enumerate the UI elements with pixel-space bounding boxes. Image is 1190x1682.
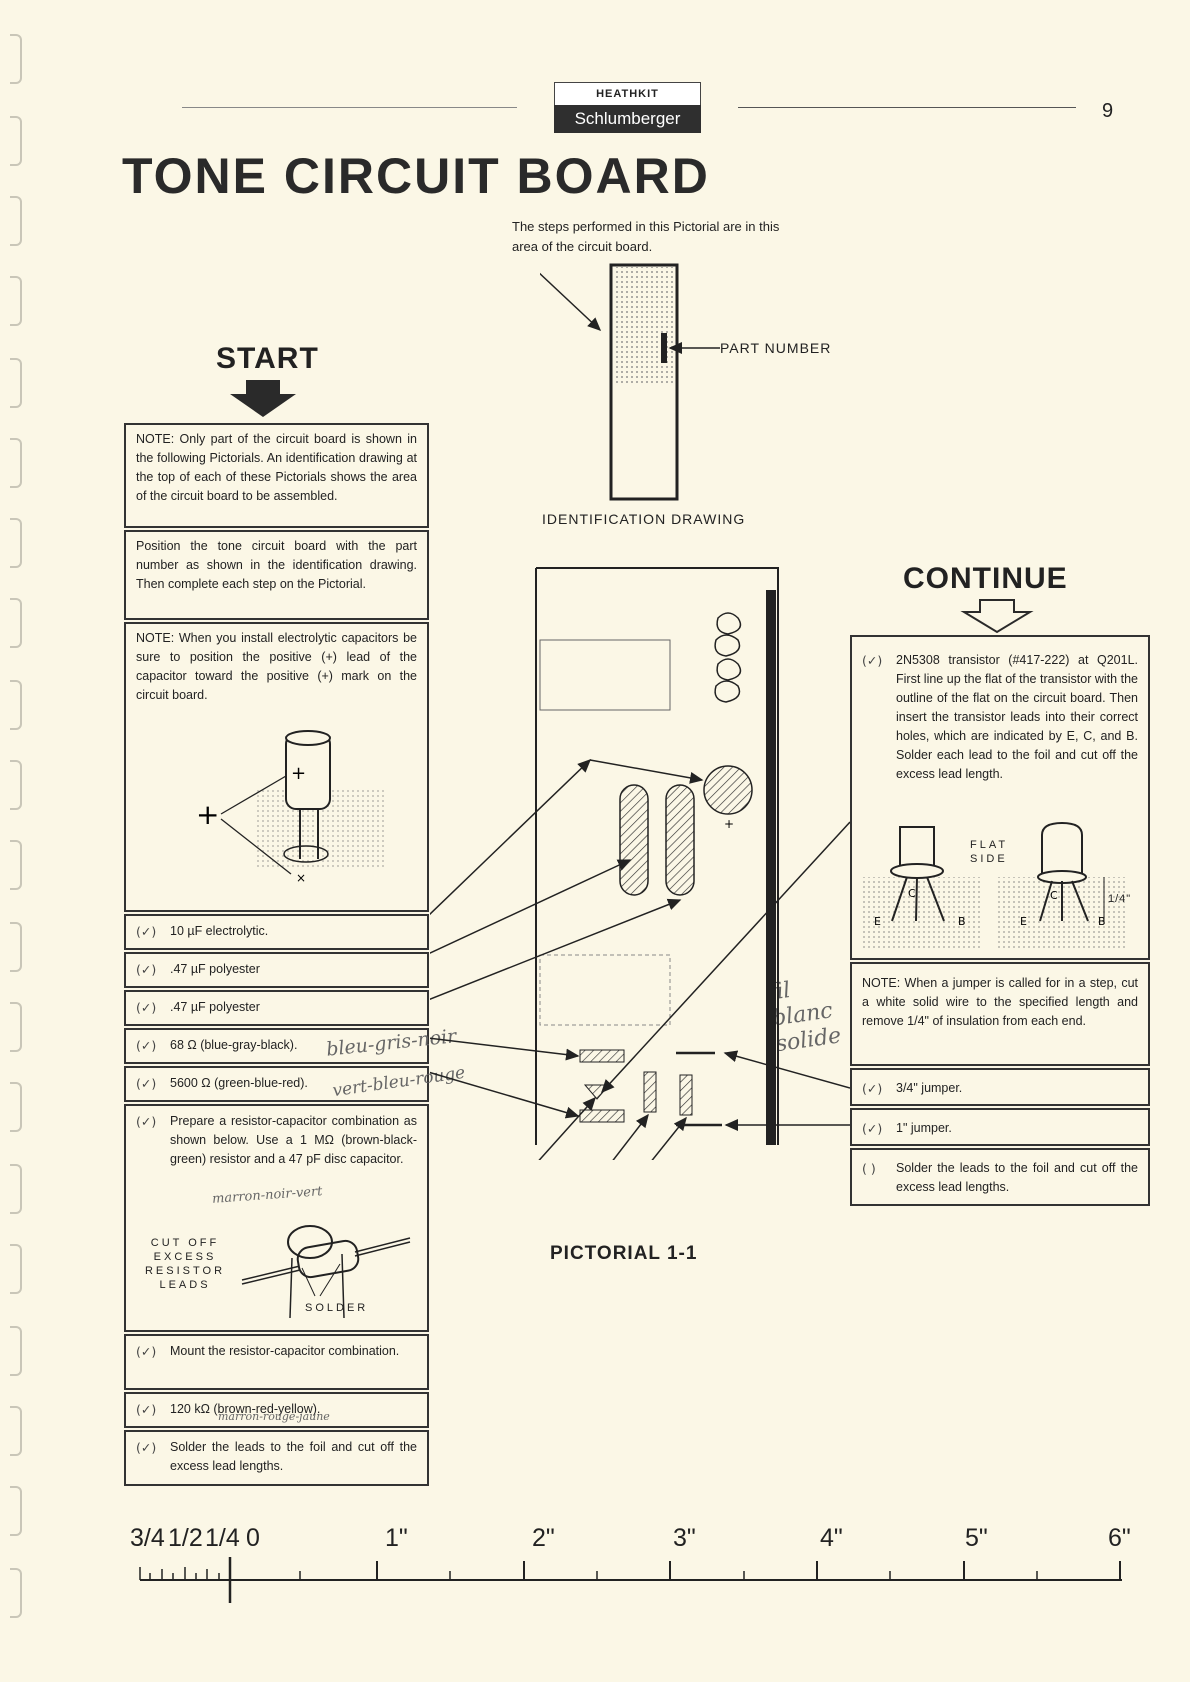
brand-bottom: Schlumberger bbox=[554, 105, 701, 133]
step-120k-ohm[interactable]: (✓) 120 kΩ (brown-red-yellow). bbox=[124, 1392, 429, 1428]
step-68-ohm[interactable]: (✓) 68 Ω (blue-gray-black). bbox=[124, 1028, 429, 1064]
resistor-capacitor-drawing bbox=[241, 1225, 411, 1319]
header-rule-right bbox=[738, 107, 1076, 108]
note-position-board: Position the tone circuit board with the… bbox=[124, 530, 429, 620]
ruler-label: 6" bbox=[1108, 1524, 1131, 1552]
step-text: Prepare a resistor-capacitor combination… bbox=[170, 1114, 417, 1166]
svg-text:E: E bbox=[874, 915, 881, 928]
step-solder-left[interactable]: (✓) Solder the leads to the foil and cut… bbox=[124, 1430, 429, 1486]
flat-side-label: FLAT SIDE bbox=[970, 839, 1008, 865]
inch-ruler bbox=[139, 1557, 1122, 1603]
step-text: 1" jumper. bbox=[896, 1121, 952, 1135]
svg-text:C: C bbox=[1050, 889, 1058, 902]
svg-text:B: B bbox=[1098, 915, 1106, 928]
cut-off-label: CUT OFF EXCESS RESISTOR LEADS bbox=[144, 1237, 226, 1291]
step-checkbox[interactable]: (✓) bbox=[862, 653, 883, 668]
brand-top: HEATHKIT bbox=[554, 82, 701, 105]
step-text: 3/4" jumper. bbox=[896, 1081, 963, 1095]
ruler-label: 3" bbox=[673, 1524, 696, 1552]
pictorial-label: PICTORIAL 1-1 bbox=[550, 1243, 698, 1264]
ruler-label: 1/2 bbox=[168, 1524, 203, 1552]
step-checkbox[interactable]: (✓) bbox=[136, 1114, 157, 1129]
solder-label: SOLDER bbox=[305, 1302, 369, 1314]
id-drawing-label: IDENTIFICATION DRAWING bbox=[542, 511, 746, 527]
step-checkbox[interactable]: (✓) bbox=[136, 1000, 157, 1015]
svg-text:E: E bbox=[1020, 915, 1027, 928]
step-checkbox[interactable]: (✓) bbox=[136, 1038, 157, 1053]
note2-text: Position the tone circuit board with the… bbox=[136, 539, 417, 591]
step-solder-right[interactable]: ( ) Solder the leads to the foil and cut… bbox=[850, 1148, 1150, 1206]
step-checkbox[interactable]: (✓) bbox=[136, 1076, 157, 1091]
header-rule-left bbox=[182, 107, 517, 108]
transistor-drawing: C E B C E B bbox=[860, 821, 1128, 951]
step-checkbox[interactable]: (✓) bbox=[136, 962, 157, 977]
svg-text:C: C bbox=[908, 887, 916, 900]
step-text: 120 kΩ (brown-red-yellow). bbox=[170, 1402, 321, 1416]
start-arrow-icon bbox=[230, 380, 296, 417]
svg-text:+: + bbox=[291, 763, 306, 784]
step-text: 2N5308 transistor (#417-222) at Q201L. F… bbox=[896, 653, 1138, 781]
step-5600-ohm[interactable]: (✓) 5600 Ω (green-blue-red). bbox=[124, 1066, 429, 1102]
capacitor-drawing: + + × bbox=[196, 730, 386, 885]
step-checkbox[interactable]: (✓) bbox=[136, 1440, 157, 1455]
note-electrolytic: NOTE: When you install electrolytic capa… bbox=[124, 622, 429, 912]
svg-text:B: B bbox=[958, 915, 966, 928]
step-text: 68 Ω (blue-gray-black). bbox=[170, 1038, 298, 1052]
note1-text: NOTE: Only part of the circuit board is … bbox=[136, 432, 417, 503]
svg-text:×: × bbox=[296, 871, 306, 885]
note-jumper-text: NOTE: When a jumper is called for in a s… bbox=[862, 976, 1138, 1028]
ruler-label: 5" bbox=[965, 1524, 988, 1552]
step-3-4-jumper[interactable]: (✓) 3/4" jumper. bbox=[850, 1068, 1150, 1106]
page-number: 9 bbox=[1102, 100, 1114, 122]
ruler-label: 3/4 bbox=[130, 1524, 165, 1552]
ruler-label: 1" bbox=[385, 1524, 408, 1552]
ruler-label: 1/4 bbox=[205, 1524, 240, 1552]
identification-drawing bbox=[540, 263, 720, 501]
continue-arrow-icon bbox=[960, 599, 1034, 634]
step-1-jumper[interactable]: (✓) 1" jumper. bbox=[850, 1108, 1150, 1146]
step-checkbox[interactable]: (✓) bbox=[862, 1081, 883, 1096]
step-text: .47 µF polyester bbox=[170, 962, 260, 976]
step-text: 10 µF electrolytic. bbox=[170, 924, 269, 938]
step-text: Mount the resistor-capacitor combination… bbox=[170, 1344, 400, 1358]
ruler-label: 4" bbox=[820, 1524, 843, 1552]
svg-text:+: + bbox=[724, 817, 734, 831]
note-partial-board: NOTE: Only part of the circuit board is … bbox=[124, 423, 429, 528]
part-number-label: PART NUMBER bbox=[720, 340, 832, 356]
step-prepare-combination[interactable]: (✓) Prepare a resistor-capacitor combina… bbox=[124, 1104, 429, 1332]
step-text: Solder the leads to the foil and cut off… bbox=[170, 1440, 417, 1473]
quarter-inch-label: 1/4" bbox=[1108, 893, 1132, 905]
note3-text: NOTE: When you install electrolytic capa… bbox=[136, 631, 417, 702]
step-checkbox[interactable]: (✓) bbox=[862, 1121, 883, 1136]
pictorial-board: + bbox=[430, 567, 850, 1160]
step-text: Solder the leads to the foil and cut off… bbox=[896, 1161, 1138, 1194]
step-checkbox[interactable]: (✓) bbox=[136, 924, 157, 939]
step-checkbox[interactable]: ( ) bbox=[862, 1161, 876, 1176]
step-047uf-polyester-1[interactable]: (✓) .47 µF polyester bbox=[124, 952, 429, 988]
step-text: .47 µF polyester bbox=[170, 1000, 260, 1014]
step-checkbox[interactable]: (✓) bbox=[136, 1402, 157, 1417]
continue-label: CONTINUE bbox=[903, 562, 1068, 595]
svg-text:+: + bbox=[196, 798, 219, 831]
ruler-label: 0 bbox=[246, 1524, 260, 1552]
ruler-label: 2" bbox=[532, 1524, 555, 1552]
step-mount-combination[interactable]: (✓) Mount the resistor-capacitor combina… bbox=[124, 1334, 429, 1390]
page-title: TONE CIRCUIT BOARD bbox=[122, 148, 710, 204]
note-jumper: NOTE: When a jumper is called for in a s… bbox=[850, 962, 1150, 1066]
id-drawing-caption: The steps performed in this Pictorial ar… bbox=[512, 219, 780, 254]
step-047uf-polyester-2[interactable]: (✓) .47 µF polyester bbox=[124, 990, 429, 1026]
step-10uf-electrolytic[interactable]: (✓) 10 µF electrolytic. bbox=[124, 914, 429, 950]
start-label: START bbox=[216, 342, 319, 375]
step-checkbox[interactable]: (✓) bbox=[136, 1344, 157, 1359]
step-text: 5600 Ω (green-blue-red). bbox=[170, 1076, 308, 1090]
handwriting-note: marron-rouge-jaune bbox=[218, 1410, 330, 1423]
